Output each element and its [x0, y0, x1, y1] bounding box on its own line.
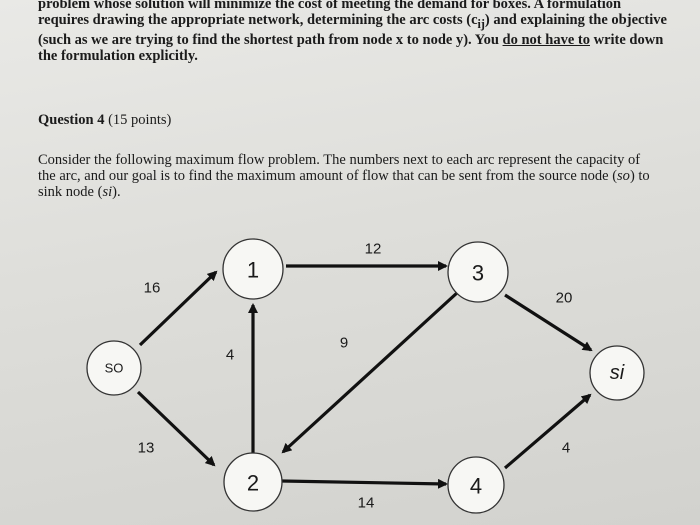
intro-part-1: problem whose solution will minimize the… — [38, 0, 622, 28]
arc-3-si — [504, 293, 593, 352]
question-heading: Question 4 (15 points) — [38, 112, 171, 128]
question-text-c: ). — [112, 184, 121, 200]
sink-node-ref: si — [102, 184, 113, 200]
capacity-so-2: 13 — [138, 440, 155, 457]
source-node-ref: so — [617, 168, 630, 184]
node-3-label: 3 — [472, 261, 484, 286]
node-1: 1 — [222, 238, 284, 300]
question-text-a: Consider the following maximum flow prob… — [38, 152, 641, 184]
node-1-label: 1 — [247, 258, 259, 283]
node-4: 4 — [447, 456, 505, 514]
node-4-label: 4 — [470, 474, 482, 499]
capacity-2-4: 14 — [358, 495, 375, 512]
capacity-2-1: 4 — [226, 347, 234, 364]
arc-so-1 — [138, 270, 218, 347]
capacity-1-3: 12 — [365, 241, 382, 258]
node-so-label: SO — [105, 361, 124, 376]
node-si-label: si — [610, 362, 625, 384]
intro-part-3: write down the formulation explicitly. — [38, 31, 664, 64]
subscript-ij: ij — [477, 16, 485, 31]
question-text-b: ) to sink node ( — [38, 168, 650, 200]
arc-4-si — [503, 393, 592, 470]
question-points: (15 points) — [108, 112, 172, 128]
arc-3-2 — [281, 290, 460, 454]
capacity-4-si: 4 — [562, 440, 570, 457]
capacity-3-si: 20 — [556, 290, 573, 307]
question-title: Question 4 — [38, 112, 105, 128]
question-body: Consider the following maximum flow prob… — [38, 152, 660, 200]
node-2: 2 — [223, 452, 283, 512]
node-so: SO — [86, 340, 142, 396]
intro-part-2: ) and explaining the objective (such as … — [38, 12, 667, 48]
arc-2-4 — [281, 478, 448, 489]
capacity-3-2: 9 — [340, 335, 348, 352]
node-si: si — [589, 345, 645, 401]
previous-question-text: problem whose solution will minimize the… — [38, 0, 670, 64]
capacity-so-1: 16 — [144, 280, 161, 297]
node-3: 3 — [447, 241, 509, 303]
arc-so-2 — [136, 390, 216, 467]
underlined-phrase: do not have to — [502, 31, 590, 48]
node-2-label: 2 — [247, 471, 259, 496]
